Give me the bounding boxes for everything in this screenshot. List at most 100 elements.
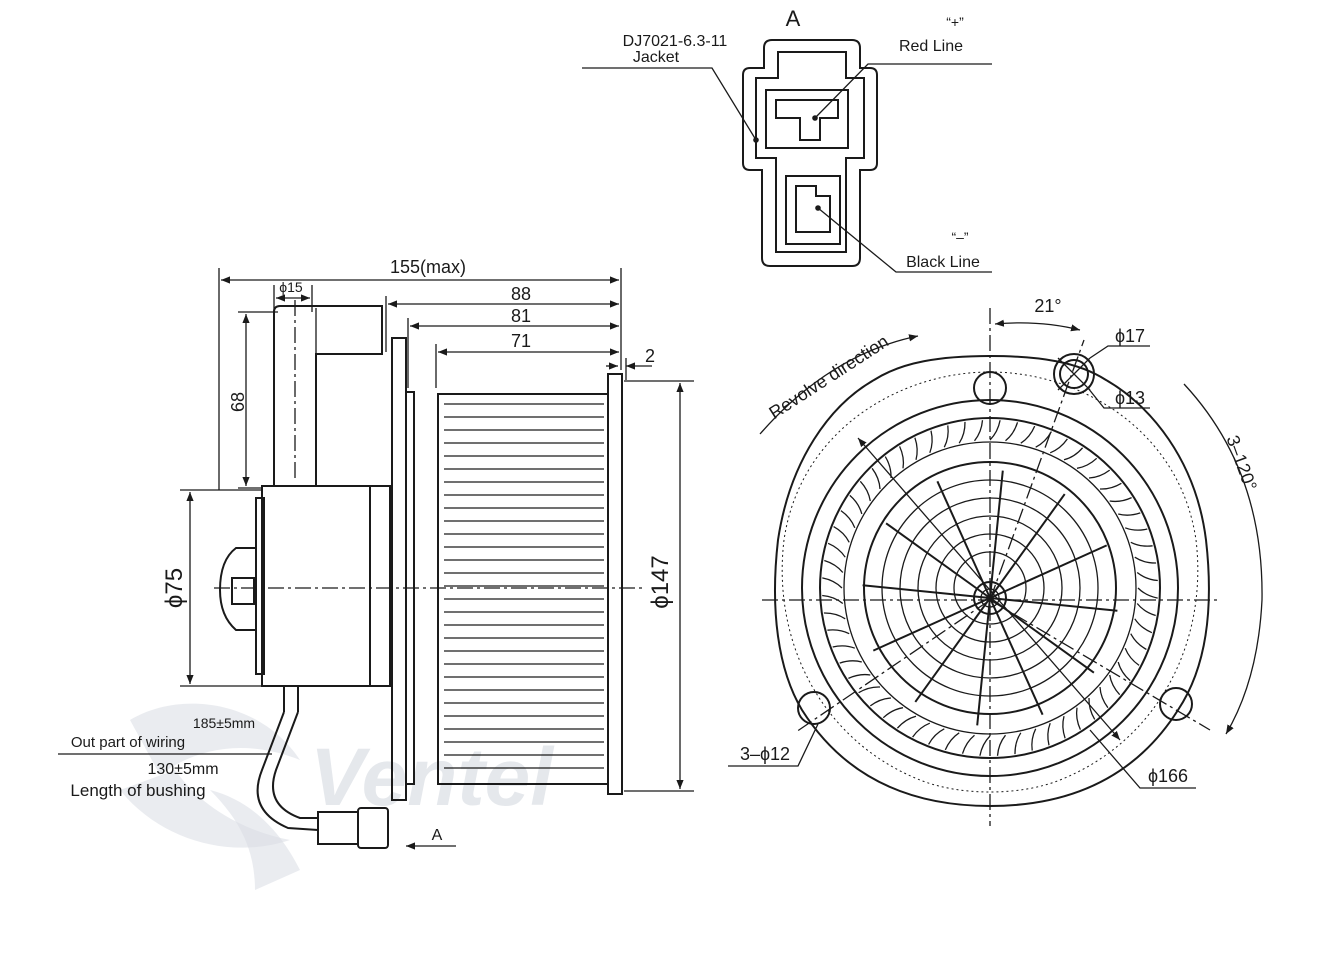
hole-13: ϕ13 xyxy=(1115,388,1145,408)
view-letter: A xyxy=(786,6,801,31)
fan-vane xyxy=(827,542,846,558)
fan-vane xyxy=(869,697,892,707)
fan-vane xyxy=(929,430,933,454)
fan-vane xyxy=(1130,633,1147,650)
fan-vane xyxy=(859,480,871,502)
fan-vane xyxy=(1118,512,1141,516)
black-line-leader xyxy=(815,205,992,273)
fan-vane xyxy=(961,734,975,754)
fan-vane xyxy=(1035,431,1052,448)
fan-vane xyxy=(833,526,850,543)
fan-vane xyxy=(1005,422,1019,442)
fan-vane xyxy=(882,707,904,719)
connector-view: A DJ7021-6.3-11 Jacket “+” Red Line “–” … xyxy=(582,6,992,273)
fan-vane xyxy=(914,437,918,460)
dia-166: ϕ166 xyxy=(1148,766,1188,786)
fan-vane xyxy=(1109,497,1132,503)
wire-out-length: 185±5mm xyxy=(193,715,255,731)
positive-terminal xyxy=(775,99,839,141)
side-view: 155(max) ϕ15 68 88 81 71 2 ϕ147 xyxy=(58,257,694,850)
positive-cavity xyxy=(765,89,849,149)
revolve-label: Revolve direction xyxy=(765,331,892,423)
bushing-length: 130±5mm xyxy=(147,761,218,778)
negative-label: Black Line xyxy=(906,254,980,271)
positive-symbol: “+” xyxy=(946,14,964,30)
fan-vane xyxy=(989,420,1001,441)
motor-end-cap xyxy=(218,547,256,631)
dim-motor-dia: ϕ75 xyxy=(161,568,188,608)
dim-d: 2 xyxy=(645,346,655,366)
fan-vane xyxy=(928,728,945,745)
fan-vane xyxy=(1088,697,1096,720)
fan-vane xyxy=(1049,438,1068,454)
grill-spoke xyxy=(976,597,991,726)
fan-vane xyxy=(824,559,844,573)
view-arrow: A xyxy=(432,827,443,844)
negative-symbol: “–” xyxy=(951,229,968,245)
fan-vane xyxy=(822,594,844,605)
fan-vane xyxy=(1047,722,1051,746)
negative-terminal xyxy=(795,185,831,233)
front-view: 21° ϕ17 ϕ13 3–120° Revolve direction 3–ϕ… xyxy=(728,296,1263,826)
dim-wheel-dia: ϕ147 xyxy=(647,555,674,608)
fan-vane xyxy=(822,577,843,589)
fan-vane xyxy=(1124,527,1148,531)
fan-vane xyxy=(1020,425,1036,444)
dim-height: 68 xyxy=(228,392,248,412)
fan-vane xyxy=(1075,707,1081,730)
motor-flange xyxy=(369,485,391,687)
angle-21: 21° xyxy=(1034,296,1061,316)
dim-overall: 155(max) xyxy=(390,257,466,277)
bushing-label: Length of bushing xyxy=(70,781,205,800)
fan-vane xyxy=(1076,457,1098,469)
fan-vane xyxy=(896,715,917,729)
mounting-plate xyxy=(391,337,407,801)
dim-a: 88 xyxy=(511,284,531,304)
angle-120: 3–120° xyxy=(1222,433,1260,494)
grill-spoke xyxy=(914,597,991,703)
fan-vane xyxy=(899,446,905,469)
wire-bushing xyxy=(256,711,319,831)
fan-vane xyxy=(1117,661,1131,682)
connector-housing-inner xyxy=(755,51,865,253)
mount-hole-left xyxy=(797,691,831,725)
fan-vane xyxy=(832,645,856,649)
fan-vane xyxy=(1124,647,1140,666)
blower-wheel xyxy=(437,393,609,785)
vent-hole xyxy=(1053,353,1095,395)
holes-12: 3–ϕ12 xyxy=(740,744,790,764)
fan-vane xyxy=(1099,686,1109,709)
fan-vane xyxy=(1134,556,1157,564)
fan-vane xyxy=(1063,447,1084,461)
plug-head xyxy=(357,807,389,849)
negative-cavity xyxy=(785,175,841,245)
svg-text:Ventel: Ventel xyxy=(310,732,555,823)
fan-vane xyxy=(958,421,966,444)
wire-out-label: Out part of wiring xyxy=(71,734,185,751)
grill-spoke xyxy=(989,493,1066,599)
fan-vane xyxy=(1088,469,1111,479)
fan-vane xyxy=(849,494,863,515)
fan-vane xyxy=(827,629,850,635)
part-number: DJ7021-6.3-11 xyxy=(623,33,728,50)
fan-vane xyxy=(823,612,846,620)
fan-vane xyxy=(839,660,862,664)
dim-shaft-dia: ϕ15 xyxy=(279,279,303,295)
fan-vane xyxy=(871,467,881,490)
watermark-logo: Ventel xyxy=(120,703,555,890)
connector-housing-outer xyxy=(742,39,878,267)
fan-vane xyxy=(1014,732,1022,755)
motor-body xyxy=(261,485,371,687)
fan-vane xyxy=(1062,716,1066,739)
fan-vane xyxy=(1031,728,1037,751)
fan-vane xyxy=(1099,482,1122,490)
fan-vane xyxy=(1136,571,1158,582)
fan-vane xyxy=(996,734,1007,756)
fan-vane xyxy=(943,425,949,448)
fan-vane xyxy=(1130,541,1153,547)
fan-vane xyxy=(912,722,931,738)
fan-vane xyxy=(1137,587,1158,599)
hole-17: ϕ17 xyxy=(1115,326,1145,346)
dim-b: 81 xyxy=(511,306,531,326)
